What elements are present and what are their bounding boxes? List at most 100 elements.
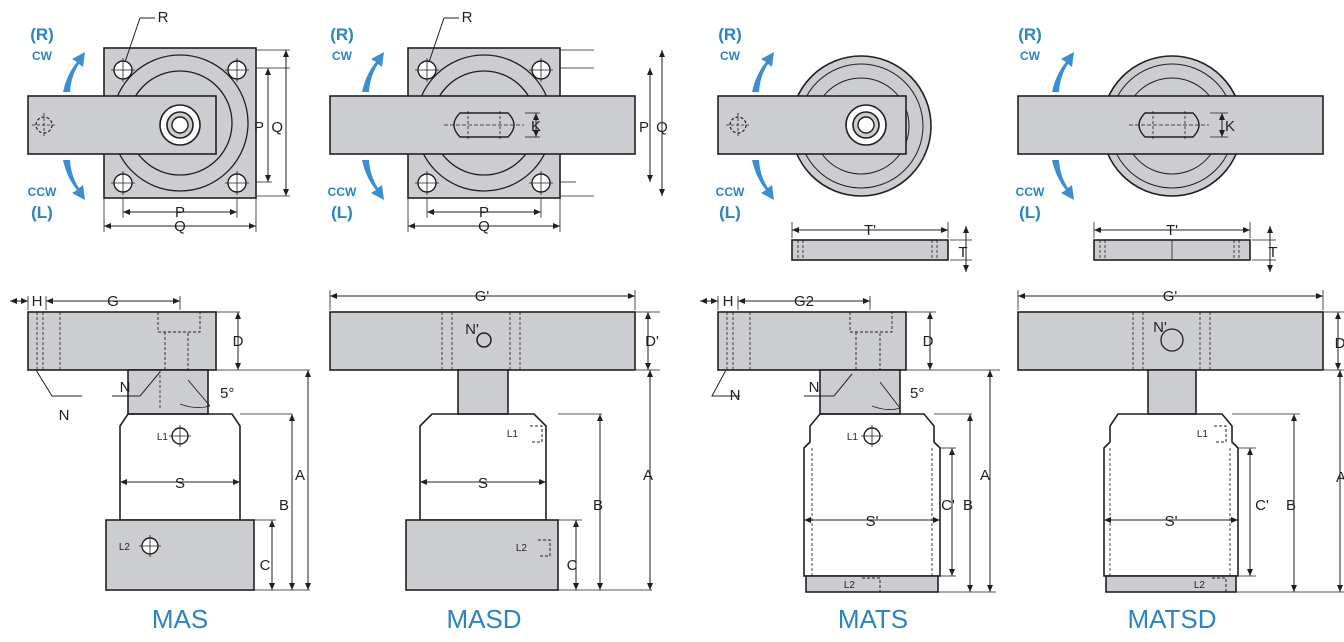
mas-top-nut-bore — [171, 116, 189, 134]
ccw-label-4: CCW — [1016, 185, 1045, 199]
mas-side-bore-hidden — [157, 312, 201, 333]
mats-side-base — [805, 575, 939, 593]
cw-label-2: CW — [332, 49, 353, 63]
mas-side-label-d: D — [233, 333, 244, 350]
matsd-top-clamp-arm — [1017, 95, 1324, 155]
ccw-arrow-3 — [752, 160, 774, 200]
mas-side-label-n-1: N — [59, 407, 70, 424]
mas-side-label-l2: L2 — [119, 542, 131, 553]
masd-top-slot — [453, 112, 515, 138]
mas-side-label-a: A — [295, 467, 305, 484]
mas-side-arm — [27, 311, 217, 371]
matsd-top-label-k: K — [1225, 118, 1235, 135]
mats-side-bore-hidden — [849, 312, 893, 333]
matsd-side-piston-rod — [1147, 369, 1197, 415]
mats-side-n-leader-1 — [711, 369, 740, 397]
mas-side-label-angle: 5° — [220, 385, 234, 402]
mas-side-body-lower — [105, 519, 255, 591]
masd-side-body-lower — [405, 519, 559, 591]
mas-top-r-leader — [124, 17, 155, 63]
matsd-side-body — [1103, 413, 1239, 577]
mas-side-screw-hidden — [164, 332, 189, 381]
matsd-top-slot — [1138, 112, 1200, 138]
masd-side-port-l2-hidden — [538, 539, 551, 557]
cw-letter-4: (R) — [1018, 25, 1042, 44]
masd-side-label-l2: L2 — [516, 543, 528, 554]
mats-side-label-h: H — [723, 293, 734, 310]
ccw-letter-3: (L) — [719, 203, 741, 222]
model-title-mats: MATS — [838, 604, 908, 634]
masd-side-label-n-prime: N' — [465, 321, 479, 338]
masd-side-arm-hole — [476, 332, 492, 348]
masd-side-arm — [329, 311, 636, 371]
mats-side-label-g2: G2 — [794, 293, 814, 310]
masd-side-label-d-prime: D' — [645, 333, 659, 350]
mas-side-angle-line — [187, 379, 211, 407]
masd-side-label-l1: L1 — [507, 429, 519, 440]
cw-label-1: CW — [32, 49, 53, 63]
shapes-layer — [10, 17, 1344, 593]
mats-side-arm — [717, 311, 907, 371]
model-title-mas: MAS — [152, 604, 208, 634]
ccw-label-3: CCW — [716, 185, 745, 199]
mas-side-label-n-2: N — [120, 379, 131, 396]
mats-top-section-plate — [791, 239, 949, 261]
mats-top-label-t: T — [958, 244, 967, 261]
cw-label-4: CW — [1020, 49, 1041, 63]
mas-top-label-p-horiz: P — [175, 204, 185, 221]
matsd-side-label-l2: L2 — [1194, 580, 1206, 591]
mas-top-label-p-vert: P — [254, 119, 264, 136]
matsd-side-label-g-prime: G' — [1163, 288, 1178, 305]
cw-letter-1: (R) — [30, 25, 54, 44]
mats-side-label-b: B — [963, 497, 973, 514]
cw-letter-2: (R) — [330, 25, 354, 44]
matsd-side-base — [1105, 575, 1237, 593]
masd-side-label-s: S — [478, 475, 488, 492]
mats-top-label-t-prime: T' — [864, 222, 876, 239]
ccw-arrow-1 — [63, 160, 85, 200]
masd-side-port-l1-hidden — [530, 425, 543, 443]
matsd-top-label-t: T — [1268, 244, 1277, 261]
ccw-letter-4: (L) — [1019, 203, 1041, 222]
mas-top-label-r: R — [158, 9, 169, 26]
mas-side-label-g: G — [107, 293, 119, 310]
mats-side-label-a: A — [980, 467, 990, 484]
cw-label-3: CW — [720, 49, 741, 63]
masd-top-label-r: R — [462, 9, 473, 26]
matsd-side-label-a: A — [1336, 469, 1344, 486]
mats-side-angle-arc — [871, 405, 901, 411]
mats-top-nut-bore — [857, 116, 875, 134]
mas-side-n-leader-2 — [112, 371, 161, 397]
masd-top-label-k: K — [531, 118, 541, 135]
cw-arrow-4 — [1052, 52, 1074, 92]
mas-side-label-l1: L1 — [157, 432, 169, 443]
ccw-arrow-2 — [362, 160, 384, 200]
masd-top-r-leader — [428, 17, 459, 63]
masd-top-label-p-horiz: P — [479, 204, 489, 221]
ccw-label-2: CCW — [328, 185, 357, 199]
masd-top-label-q-vert: Q — [656, 119, 668, 136]
matsd-side-arm-hole — [1160, 328, 1184, 352]
mats-side-label-angle: 5° — [910, 385, 924, 402]
matsd-side-arm — [1017, 311, 1324, 371]
mats-side-label-c-prime: C' — [941, 497, 955, 514]
masd-top-label-p-vert: P — [639, 119, 649, 136]
ccw-arrow-4 — [1052, 160, 1074, 200]
mas-side-piston-rod — [127, 369, 209, 415]
mas-side-angle-arc — [179, 403, 211, 409]
mats-side-label-s-prime: S' — [866, 513, 879, 530]
mats-side-label-n-2: N — [809, 379, 820, 396]
mats-side-label-d: D — [923, 333, 934, 350]
mas-top-label-q-vert: Q — [271, 119, 283, 136]
ccw-letter-1: (L) — [31, 203, 53, 222]
ccw-label-1: CCW — [28, 185, 57, 199]
mas-side-label-s: S — [175, 475, 185, 492]
mas-side-label-h: H — [32, 293, 43, 310]
matsd-side-label-b: B — [1286, 497, 1296, 514]
matsd-side-label-d: D — [1335, 335, 1344, 352]
masd-side-label-b: B — [593, 497, 603, 514]
masd-top-label-q-horiz: Q — [478, 218, 490, 235]
